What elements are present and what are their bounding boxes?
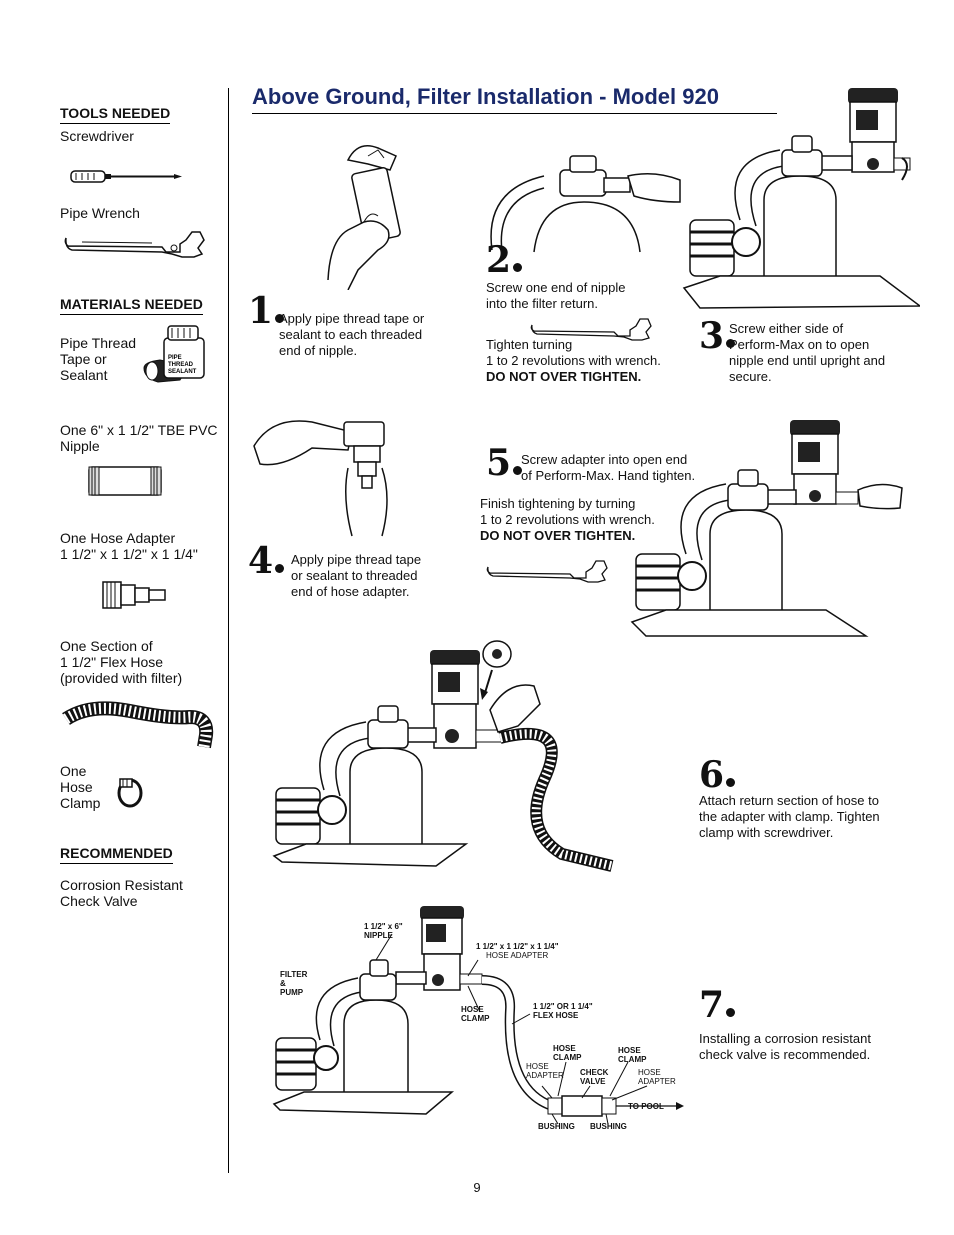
page-number: 9: [473, 1180, 481, 1195]
label-filter-pump: FILTER&PUMP: [280, 970, 308, 997]
step5-wrench-icon: [486, 560, 608, 583]
step7-diagram: [272, 906, 684, 1125]
step2-number: 2: [486, 242, 523, 278]
step3-illustration: [682, 88, 920, 309]
recommended-heading: RECOMMENDED: [60, 845, 173, 864]
label-to-pool: TO POOL: [628, 1102, 664, 1111]
step7-number: 7: [699, 987, 736, 1023]
step4-illustration: [253, 420, 388, 537]
pipe-wrench-icon: [64, 231, 205, 258]
step6-number: 6: [699, 757, 736, 793]
label-bushing-1: BUSHING: [538, 1122, 575, 1131]
flex-hose-icon: [62, 701, 214, 749]
label-nipple: 1 1/2" x 6"NIPPLE: [364, 922, 403, 940]
pvc-nipple-icon: [88, 466, 162, 496]
step4-number: 4: [248, 543, 285, 579]
tools-heading: TOOLS NEEDED: [60, 105, 171, 124]
step1-illustration: [327, 145, 401, 290]
svg-text:PIPE: PIPE: [168, 355, 182, 361]
materials-heading: MATERIALS NEEDED: [60, 296, 203, 315]
title-underline: [252, 113, 777, 114]
step5-illustration: [630, 420, 903, 637]
svg-text:THREAD: THREAD: [168, 362, 194, 368]
step1-number: 1: [248, 293, 285, 329]
step2-wrench-icon: [530, 318, 652, 341]
step3-number: 3: [699, 318, 736, 354]
label-flex-hose: 1 1/2" OR 1 1/4"FLEX HOSE: [533, 1002, 593, 1020]
sealant-can-icon: PIPE THREAD SEALANT: [143, 325, 205, 383]
screwdriver-icon: [70, 170, 182, 183]
tool-pipe-wrench-label: Pipe Wrench: [60, 205, 140, 221]
page-title: Above Ground, Filter Installation - Mode…: [252, 84, 719, 109]
tool-screwdriver-label: Screwdriver: [60, 128, 134, 144]
step2-illustration: [490, 155, 681, 253]
step5-number: 5: [486, 445, 523, 481]
svg-text:SEALANT: SEALANT: [168, 369, 197, 375]
hose-clamp-icon: [117, 778, 143, 808]
sidebar-divider: [228, 88, 229, 1173]
step6-illustration: [272, 640, 614, 872]
hose-adapter-icon: [102, 581, 166, 609]
label-hose-adapter-top: 1 1/2" x 1 1/2" x 1 1/4"HOSE ADAPTER: [476, 942, 559, 960]
label-bushing-2: BUSHING: [590, 1122, 627, 1131]
